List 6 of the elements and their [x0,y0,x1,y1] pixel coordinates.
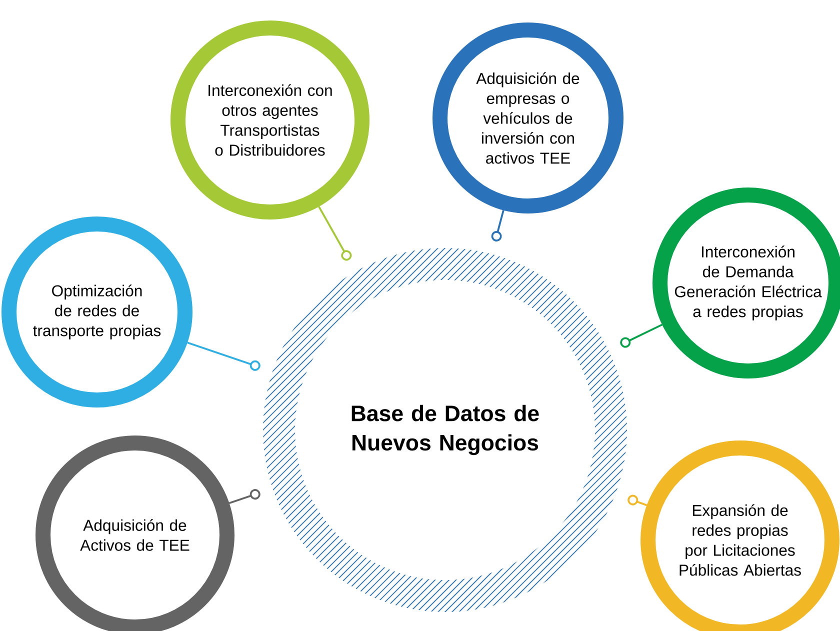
connector-line [620,324,662,348]
connector-line [228,489,260,504]
connector-line [491,210,504,242]
connector-line [318,206,352,261]
connector-line [628,494,648,506]
connector-line [187,342,260,371]
